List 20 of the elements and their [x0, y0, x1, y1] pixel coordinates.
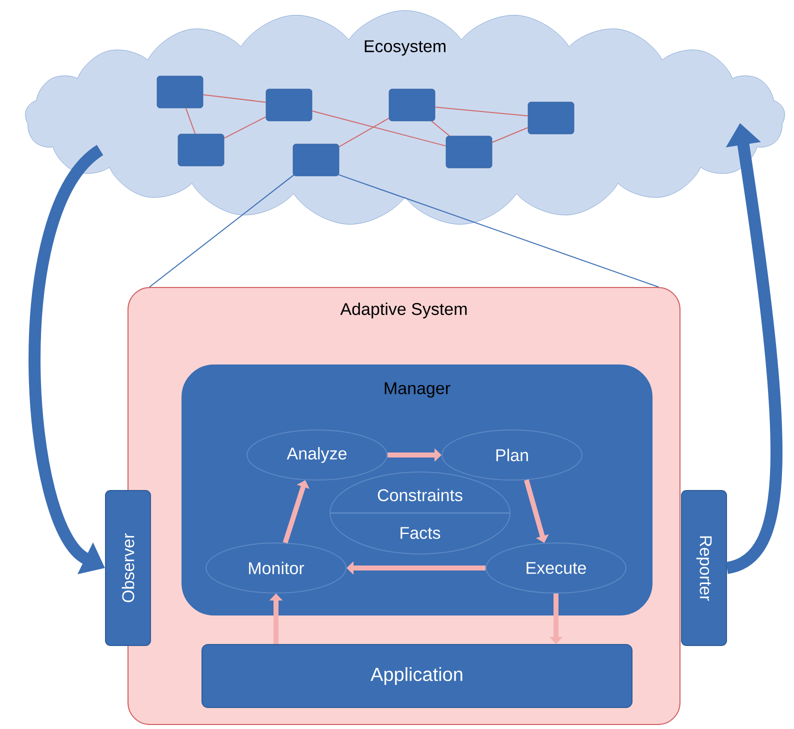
connector-line — [336, 174, 659, 288]
connector-line — [202, 94, 266, 103]
connector-line — [149, 174, 296, 288]
cloud: Ecosystem — [25, 10, 785, 224]
system-box — [446, 136, 492, 168]
connector-line — [492, 127, 528, 143]
reporter-box: Reporter — [681, 490, 727, 646]
connector-line — [224, 116, 266, 139]
system-box — [292, 144, 340, 176]
connector-line — [338, 118, 390, 148]
connector-line — [185, 108, 196, 134]
application-box: Application — [202, 644, 632, 708]
system-box — [156, 76, 204, 108]
system-box — [388, 88, 436, 122]
system-box — [266, 88, 312, 122]
system-box — [178, 134, 224, 166]
connector-line — [312, 110, 446, 146]
system-box — [528, 102, 574, 134]
connector-line — [431, 120, 450, 136]
connector-line — [434, 106, 528, 116]
